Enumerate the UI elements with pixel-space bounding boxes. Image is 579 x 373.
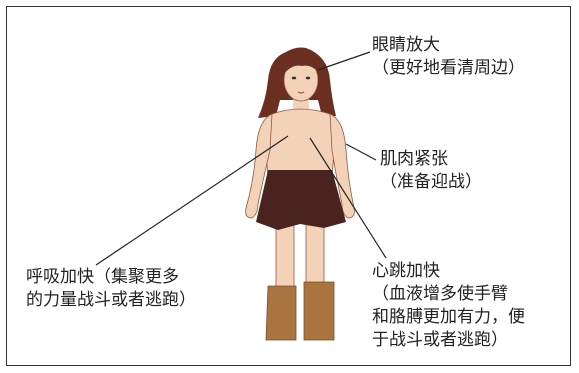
mouth [297,91,305,94]
leader-line-eyes [317,51,371,71]
heartbeat-line-1: （血液增多使手臂 [372,284,508,304]
eyes-detail: （更好地看清周边） [372,58,525,78]
heartbeat-line-2: 和胳膊更加有力，便 [372,307,525,327]
breathing-line-1: 呼吸加快（集聚更多 [26,267,179,287]
muscles-detail: （准备迎战） [380,172,482,192]
right-leg [305,221,325,289]
leader-line-muscles [345,143,377,161]
torso [266,108,334,177]
breathing-line-2: 的力量战斗或者逃跑） [26,290,196,310]
eyes-title: 眼睛放大 [372,35,440,55]
heartbeat-title: 心跳加快 [372,261,440,281]
right-arm [329,113,355,219]
right-eye [305,76,311,80]
muscles-annotation: 肌肉紧张 （准备迎战） [380,148,482,194]
left-arm [245,113,273,219]
skirt [256,170,346,230]
eyes-annotation: 眼睛放大 （更好地看清周边） [372,34,525,80]
muscles-title: 肌肉紧张 [380,149,448,169]
left-leg [275,221,295,289]
leader-line-heartbeat [309,137,387,259]
breathing-annotation: 呼吸加快（集聚更多 的力量战斗或者逃跑） [26,266,196,312]
heartbeat-annotation: 心跳加快 （血液增多使手臂 和胳膊更加有力，便 于战斗或者逃跑） [372,260,525,352]
leader-line-breathing [95,135,289,266]
hair-bangs [284,52,320,74]
right-boot [303,281,335,341]
left-boot [265,285,297,341]
heartbeat-line-3: 于战斗或者逃跑） [372,330,508,350]
left-eye [291,76,297,80]
